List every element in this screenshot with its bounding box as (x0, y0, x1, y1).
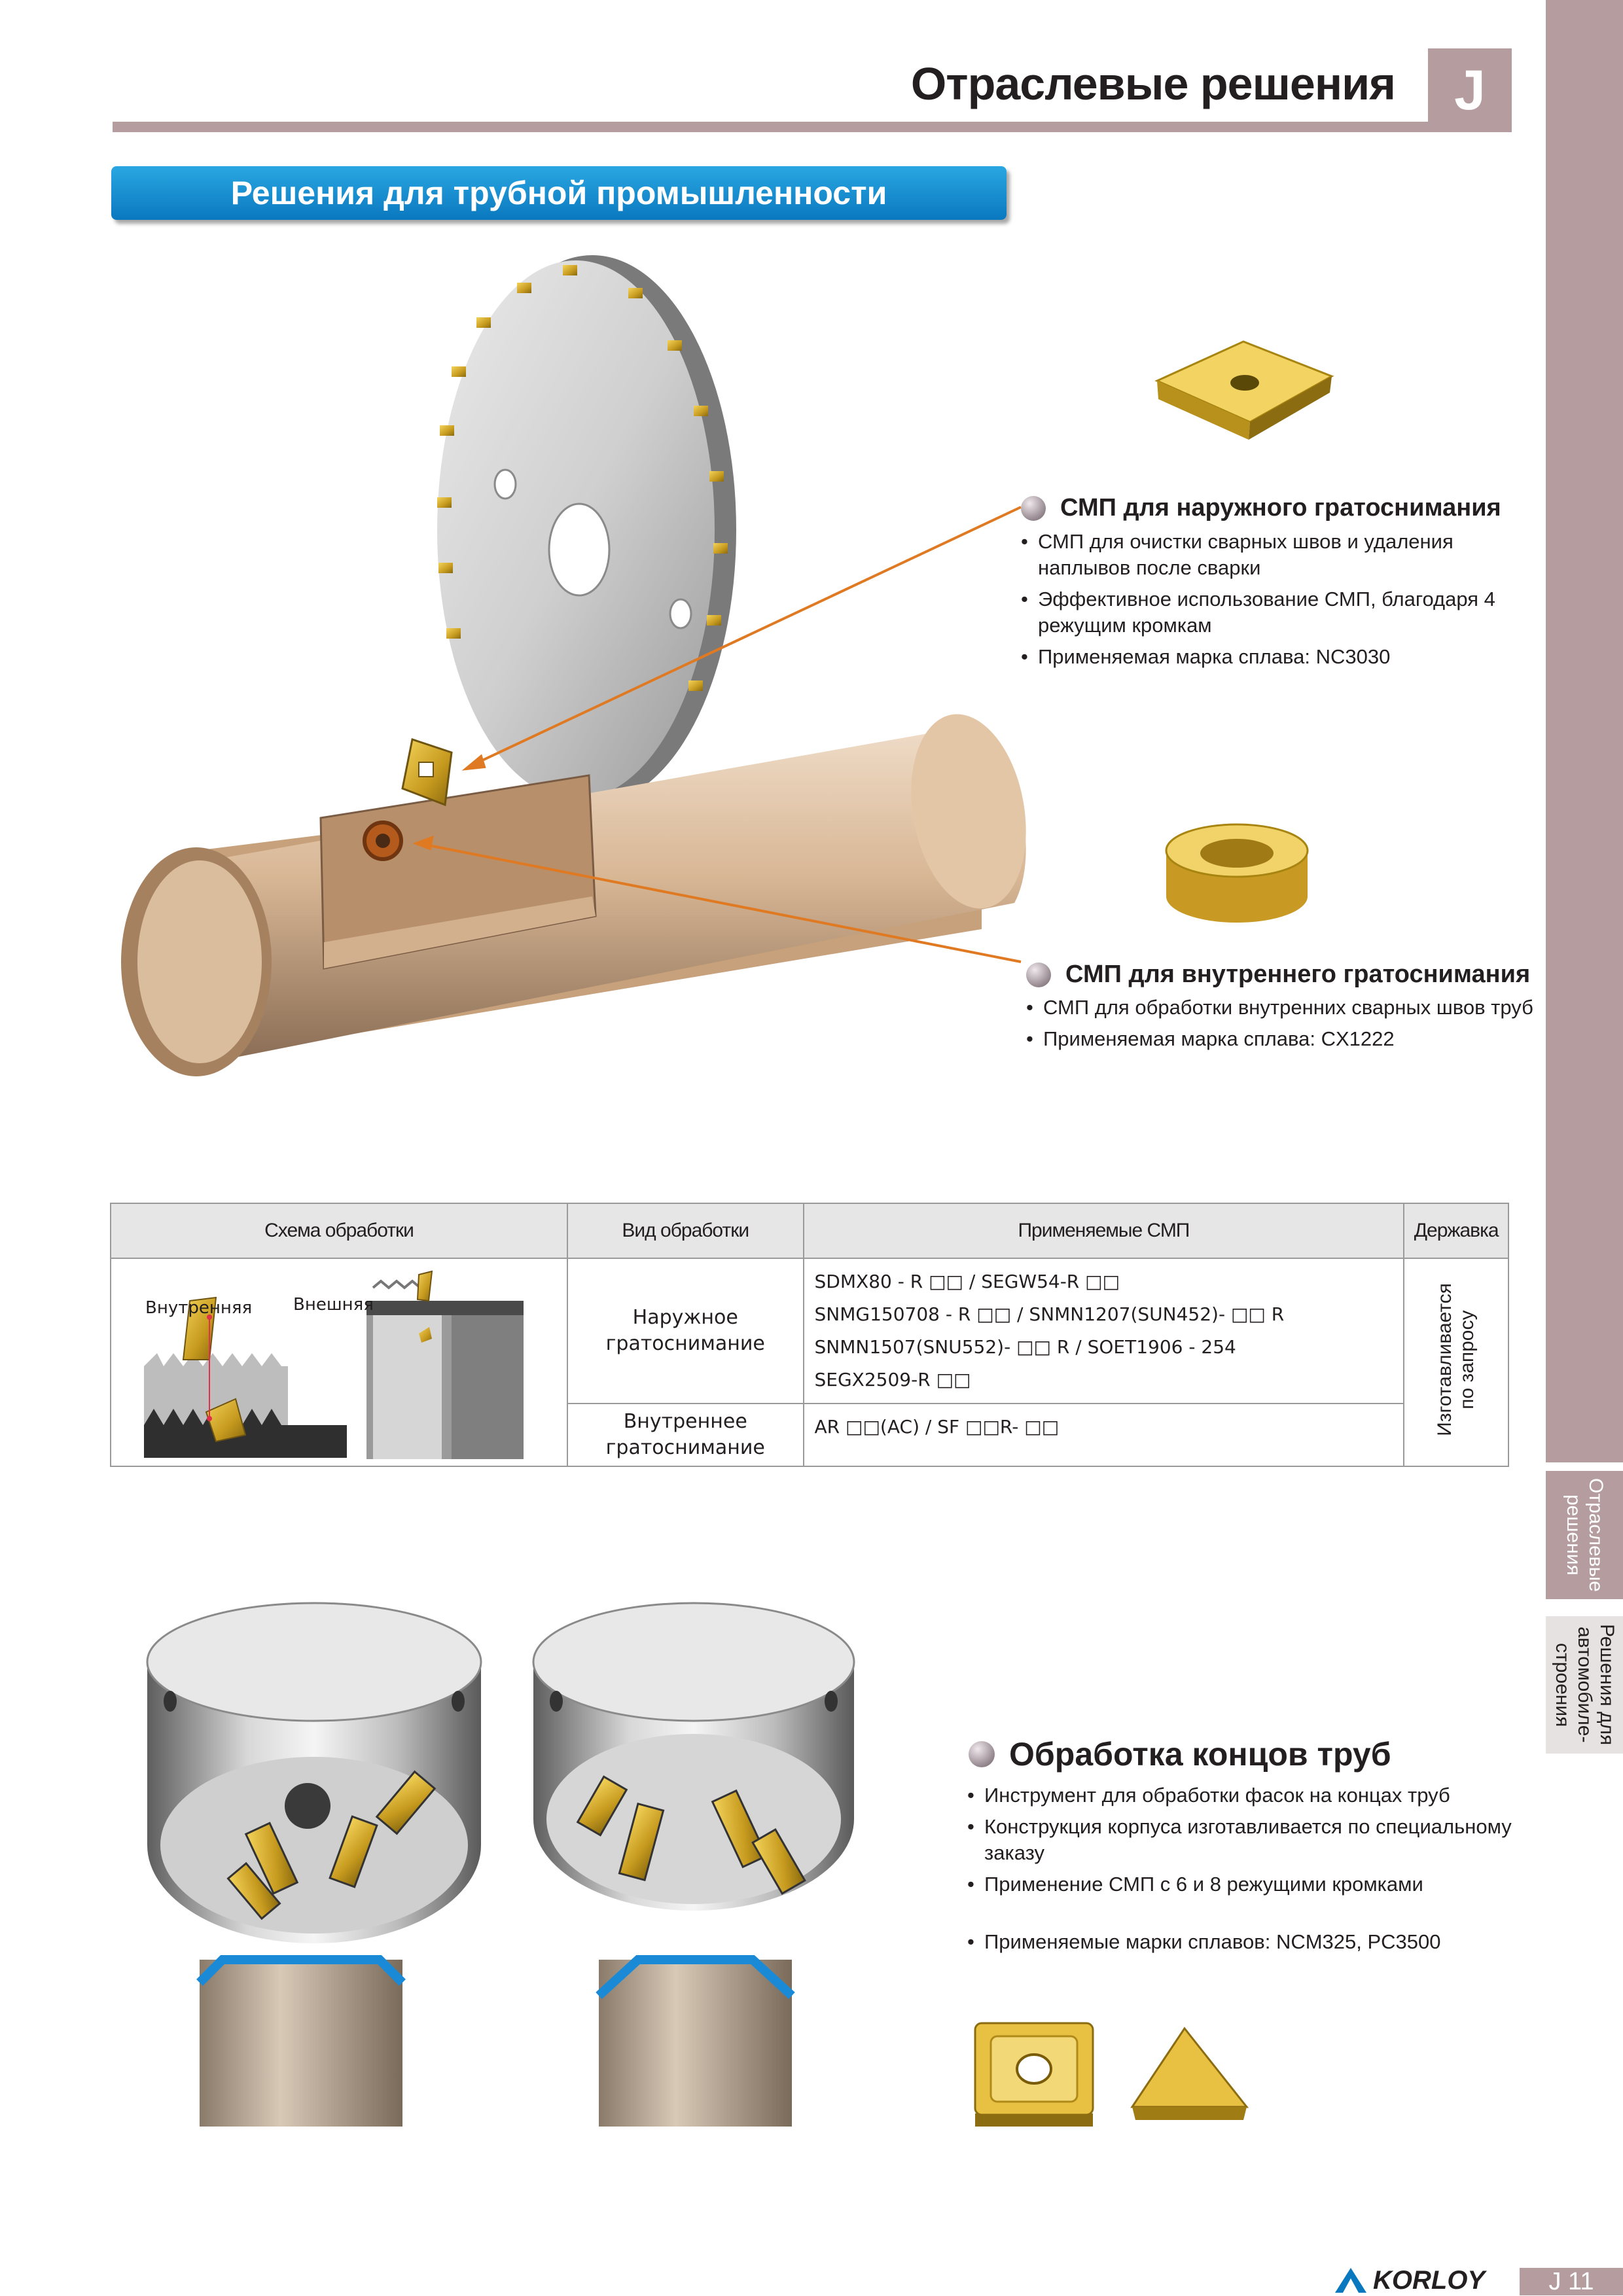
chapter-letter: J (1428, 48, 1512, 132)
bullet-ball-icon (1021, 495, 1046, 521)
pipe-end-tools-illustration (146, 1602, 855, 2127)
sidebar-tab-automotive[interactable]: Решения для автомобиле- строения (1546, 1616, 1623, 1754)
table-header-row: Схема обработки Вид обработки Применяемы… (110, 1203, 1509, 1259)
pipe-end-insert-images (974, 2022, 1249, 2127)
header-holder: Державка (1403, 1203, 1509, 1259)
header-scheme: Схема обработки (110, 1203, 568, 1259)
table-row: Внутренняя Внешняя Наружное гратоснимани… (110, 1258, 1509, 1467)
inner-insert-heading: СМП для внутреннего гратоснимания (1026, 961, 1530, 989)
pipe-end-heading: Обработка концов труб (969, 1735, 1391, 1773)
outer-insert-image (1154, 340, 1334, 440)
holder-cell: Изготавливается по запросу (1403, 1258, 1509, 1467)
inner-insert-image (1165, 823, 1309, 923)
header-rule (113, 122, 1512, 132)
application-table: Схема обработки Вид обработки Применяемы… (110, 1203, 1509, 1467)
pipe-deburring-illustration (121, 255, 1026, 1076)
scheme-drawing (144, 1270, 524, 1459)
table-row: Внутреннее гратоснимание AR □□(AC) / SF … (111, 1403, 1508, 1467)
section-banner: Решения для трубной промышленности (111, 166, 1007, 220)
pipe (121, 714, 1026, 1076)
inner-insert-bullets: СМП для обработки внутренних сварных шво… (1026, 995, 1550, 1057)
square-insert-image (974, 2022, 1094, 2127)
outer-insert-bullets: СМП для очистки сварных швов и удаления … (1021, 529, 1518, 675)
pipe-end-bullets: Инструмент для обработки фасок на концах… (967, 1782, 1524, 1960)
outer-insert-heading: СМП для наружного гратоснимания (1021, 494, 1501, 522)
page-number: J 11 (1520, 2268, 1623, 2295)
page-title: Отраслевые решения (910, 58, 1396, 109)
header-type: Вид обработки (567, 1203, 804, 1259)
scheme-label-inner: Внутренняя (145, 1298, 253, 1318)
sidebar-tab-industry[interactable]: Отраслевые решения (1546, 1471, 1623, 1599)
callout-arrows (412, 506, 1022, 963)
inserts-inner: AR □□(AC) / SF □□R- □□ (802, 1403, 1405, 1467)
saw-blade (437, 255, 736, 805)
sidebar-strip (1546, 0, 1623, 1462)
bullet-ball-icon (1026, 962, 1051, 987)
bullet-ball-icon (969, 1741, 995, 1767)
brand-logo: KORLOY (1332, 2265, 1485, 2295)
chamfer-tool-2 (532, 1602, 855, 2127)
scheme-cell: Внутренняя Внешняя (110, 1258, 568, 1467)
type-inner: Внутреннее гратоснимание (567, 1403, 804, 1467)
triangle-insert-image (1130, 2026, 1249, 2120)
scheme-label-outer: Внешняя (293, 1295, 374, 1315)
type-outer: Наружное гратоснимание (567, 1258, 804, 1404)
inserts-outer: SDMX80 - R □□ / SEGW54-R □□ SNMG150708 -… (802, 1258, 1405, 1404)
korloy-logo-icon (1335, 2268, 1366, 2293)
chamfer-tool-1 (146, 1602, 482, 2127)
header-inserts: Применяемые СМП (802, 1203, 1405, 1259)
